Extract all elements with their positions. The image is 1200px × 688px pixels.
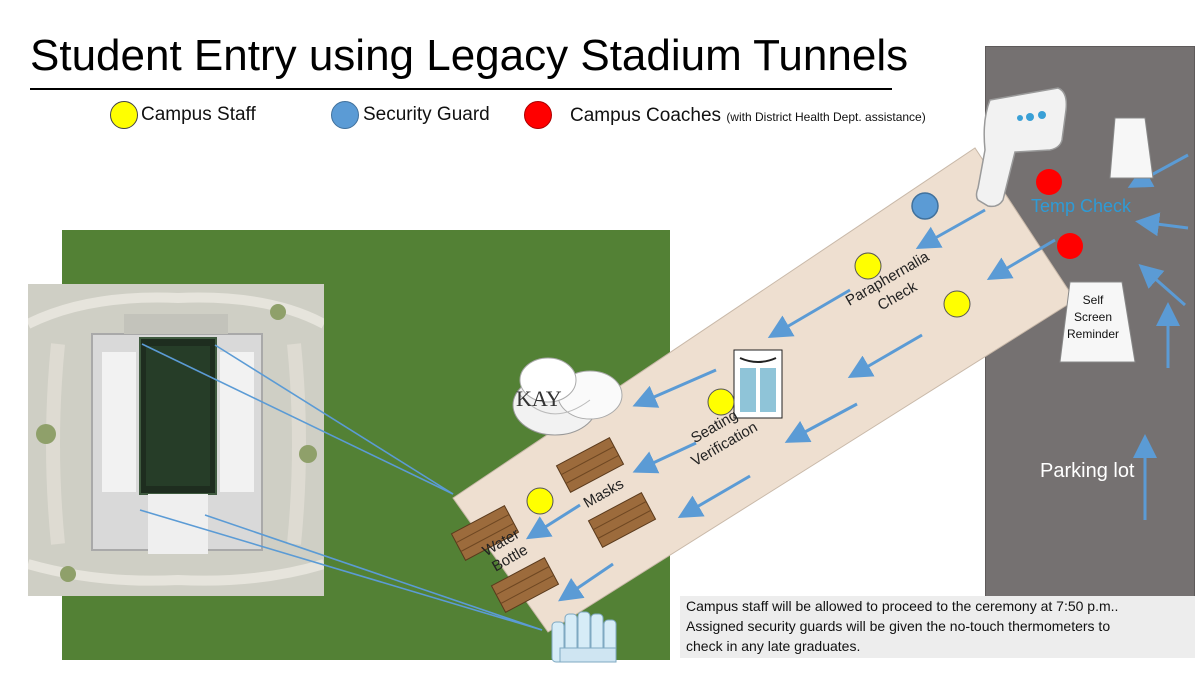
table-masks-right [587, 491, 657, 549]
self-screen-reminder-label: Self Screen Reminder [1066, 292, 1120, 343]
parking-arrows [1127, 153, 1189, 520]
self-screen-line-1: Self [1082, 293, 1104, 307]
coach-dot-lower [1057, 233, 1083, 259]
note-line-3: check in any late graduates. [686, 638, 861, 654]
security-guard-dot [911, 192, 939, 220]
masks-image [512, 357, 623, 436]
legend-label-campus-coaches: Campus Coaches (with District Health Dep… [570, 105, 926, 127]
self-screen-sign-image [1059, 281, 1136, 363]
thermometer-image [975, 87, 1068, 208]
page-title: Student Entry using Legacy Stadium Tunne… [30, 31, 909, 80]
note-box [680, 596, 1195, 658]
kay-logo: KAY [516, 386, 562, 411]
coach-dot-upper [1036, 169, 1062, 195]
legend-dot-security-guard [331, 101, 359, 129]
stadium-tunnel-lines [139, 343, 543, 631]
table-masks-left [555, 436, 625, 494]
legend-coaches-text: Campus Coaches [570, 105, 722, 126]
stadium-aerial-image [28, 284, 324, 596]
campus-staff-dot-paraphernalia-lower [943, 290, 971, 318]
campus-staff-dot-seating [707, 388, 735, 416]
table-water-top [450, 504, 520, 562]
self-screen-line-2: Screen [1073, 310, 1113, 324]
note-line-1: Campus staff will be allowed to proceed … [686, 598, 1119, 614]
seating-chart-image [733, 349, 783, 419]
parking-lot-label: Parking lot [1040, 460, 1135, 482]
table-water-bottom [490, 556, 560, 614]
note-line-2: Assigned security guards will be given t… [686, 618, 1111, 634]
legend-label-security-guard: Security Guard [363, 104, 490, 125]
walkway-arrows [525, 208, 1056, 602]
campus-staff-dot-paraphernalia-upper [854, 252, 882, 280]
legend-label-campus-staff: Campus Staff [141, 104, 256, 125]
campus-staff-dot-water [526, 487, 554, 515]
title-underline [30, 88, 892, 90]
water-bottles-image [551, 611, 617, 663]
legend-coaches-note: (with District Health Dept. assistance) [726, 110, 926, 124]
self-screen-line-3: Reminder [1066, 327, 1120, 341]
legend-dot-campus-staff [110, 101, 138, 129]
sign-upper-image [1109, 117, 1154, 179]
legend-dot-campus-coaches [524, 101, 552, 129]
temp-check-label: Temp Check [1031, 196, 1132, 216]
